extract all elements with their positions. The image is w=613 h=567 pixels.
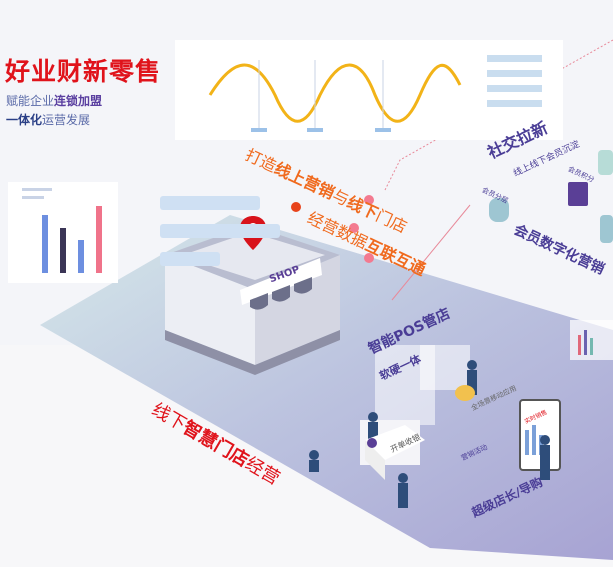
subtitle-line1: 赋能企业连锁加盟: [6, 92, 102, 109]
subtitle-bold: 一体化: [6, 113, 43, 127]
shop-building: [165, 216, 340, 375]
wave-line: [208, 55, 542, 132]
bar-chart-graphic: [22, 188, 102, 273]
subtitle-plain: 赋能企业: [6, 94, 55, 108]
wave-chart-card: [175, 40, 563, 140]
bar-chart-card: [8, 182, 118, 283]
headline: 好业财新零售: [5, 57, 162, 86]
subtitle-line2: 一体化运营发展: [6, 111, 90, 128]
subtitle-plain: 运营发展: [42, 113, 91, 127]
subtitle-bold: 连锁加盟: [54, 94, 103, 108]
